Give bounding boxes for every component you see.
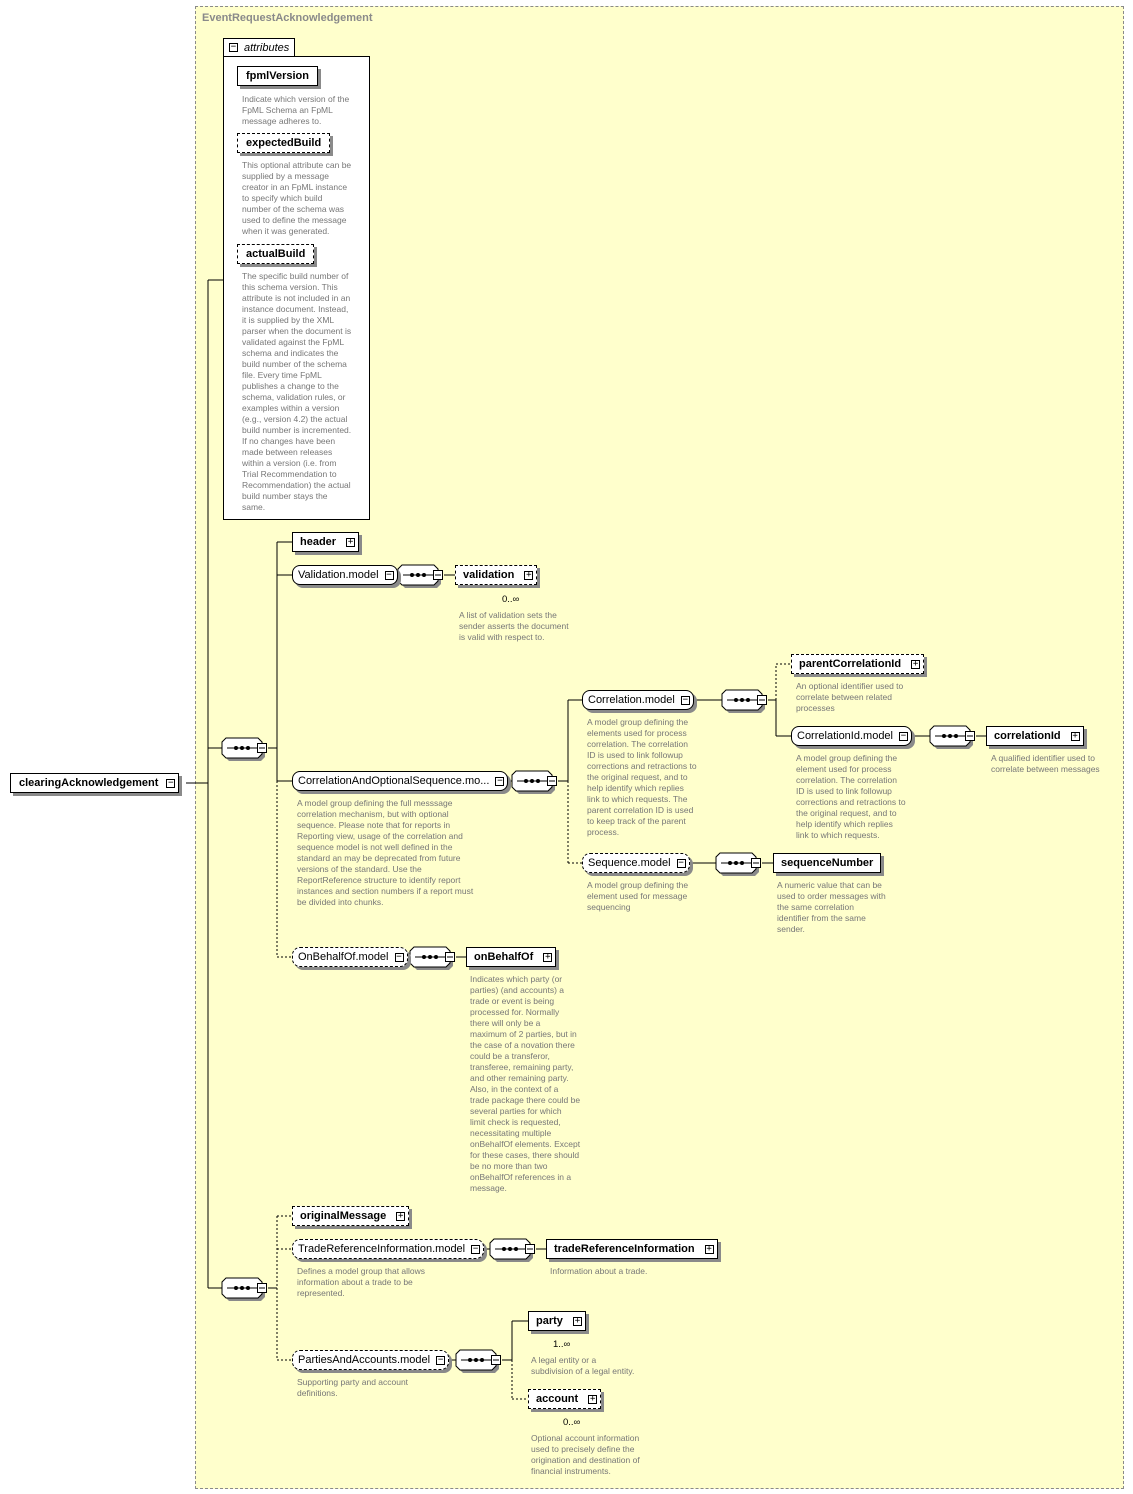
attribute-expectedBuild-description: This optional attribute can be supplied … — [242, 160, 352, 236]
group-parties-and-accounts-model[interactable]: PartiesAndAccounts.model − — [292, 1350, 450, 1370]
element-header[interactable]: header + — [292, 532, 360, 552]
element-trade-reference-information-label: tradeReferenceInformation — [554, 1243, 695, 1255]
group-on-behalf-of-model[interactable]: OnBehalfOf.model − — [292, 947, 408, 967]
account-cardinality: 0..∞ — [563, 1417, 581, 1428]
trade-reference-information-model-description: Defines a model group that allows inform… — [297, 1266, 426, 1298]
attributes-tab-label: attributes — [244, 42, 290, 54]
sequence-number-description: A numeric value that can be used to orde… — [777, 880, 886, 934]
parties-and-accounts-model-description: Supporting party and account definitions… — [297, 1377, 409, 1398]
group-correlation-and-optional-sequence-label: CorrelationAndOptionalSequence.mo... — [298, 775, 490, 787]
collapse-icon[interactable]: − — [471, 1244, 481, 1254]
element-correlation-id[interactable]: correlationId + — [986, 726, 1084, 746]
expand-icon[interactable]: + — [1070, 731, 1080, 741]
collapse-icon[interactable]: − — [394, 952, 404, 962]
element-trade-reference-information[interactable]: tradeReferenceInformation + — [546, 1239, 718, 1259]
element-sequence-number[interactable]: sequenceNumber — [773, 853, 882, 873]
element-header-label: header — [300, 536, 337, 548]
expand-icon[interactable]: + — [572, 1316, 582, 1326]
sequence-model-description: A model group defining the element used … — [587, 880, 689, 912]
validation-description: A list of validation sets the sender ass… — [459, 610, 569, 642]
element-correlation-id-label: correlationId — [994, 730, 1061, 742]
expand-icon[interactable]: + — [911, 659, 921, 669]
element-party[interactable]: party + — [528, 1311, 586, 1331]
validation-cardinality: 0..∞ — [502, 594, 520, 605]
group-correlation-model[interactable]: Correlation.model − — [582, 690, 694, 710]
on-behalf-of-description: Indicates which party (or parties) (and … — [470, 974, 581, 1193]
group-validation-model[interactable]: Validation.model − — [292, 565, 398, 585]
expand-icon[interactable]: + — [588, 1394, 598, 1404]
collapse-icon[interactable]: − — [495, 776, 505, 786]
attributes-tab[interactable]: − attributes — [223, 38, 295, 56]
element-on-behalf-of-label: onBehalfOf — [474, 951, 534, 963]
trade-reference-information-description: Information about a trade. — [550, 1266, 648, 1276]
type-title: EventRequestAcknowledgement — [202, 12, 373, 24]
element-party-label: party — [536, 1315, 563, 1327]
element-account[interactable]: account + — [528, 1389, 602, 1409]
root-element-label: clearingAcknowledgement — [19, 777, 159, 789]
group-parties-and-accounts-model-label: PartiesAndAccounts.model — [298, 1354, 431, 1366]
collapse-icon[interactable]: − — [384, 570, 394, 580]
account-description: Optional account information used to pre… — [531, 1433, 640, 1476]
group-trade-reference-information-model-label: TradeReferenceInformation.model — [298, 1243, 466, 1255]
group-correlation-id-model[interactable]: CorrelationId.model − — [791, 726, 912, 746]
attribute-expectedBuild[interactable]: expectedBuild — [237, 133, 331, 153]
collapse-icon[interactable]: − — [899, 731, 908, 741]
element-parent-correlation-id[interactable]: parentCorrelationId + — [791, 654, 925, 674]
collapse-icon[interactable]: − — [436, 1355, 446, 1365]
collapse-icon[interactable]: − — [166, 778, 176, 788]
correlation-model-description: A model group defining the elements used… — [587, 717, 697, 837]
element-parent-correlation-id-label: parentCorrelationId — [799, 658, 902, 670]
element-original-message[interactable]: originalMessage + — [292, 1206, 410, 1226]
collapse-icon[interactable]: − — [680, 695, 690, 705]
collapse-icon[interactable]: − — [676, 858, 686, 868]
correlation-id-description: A qualified identifier used to correlate… — [991, 753, 1100, 774]
expand-icon[interactable]: + — [543, 952, 553, 962]
element-validation-label: validation — [463, 569, 515, 581]
attribute-fpmlVersion[interactable]: fpmlVersion — [237, 66, 318, 86]
element-original-message-label: originalMessage — [300, 1210, 387, 1222]
parent-correlation-id-description: An optional identifier used to correlate… — [796, 681, 904, 713]
group-sequence-model[interactable]: Sequence.model − — [582, 853, 690, 873]
element-sequence-number-label: sequenceNumber — [781, 857, 874, 869]
group-on-behalf-of-model-label: OnBehalfOf.model — [298, 951, 389, 963]
root-element[interactable]: clearingAcknowledgement − — [10, 773, 180, 793]
expand-icon[interactable]: + — [346, 537, 356, 547]
expand-icon[interactable]: + — [396, 1211, 406, 1221]
element-validation[interactable]: validation + — [455, 565, 538, 585]
group-correlation-id-model-label: CorrelationId.model — [797, 730, 893, 742]
party-cardinality: 1..∞ — [553, 1339, 571, 1350]
attribute-actualBuild-description: The specific build number of this schema… — [242, 271, 352, 512]
correlation-id-model-description: A model group defining the element used … — [796, 753, 906, 840]
group-sequence-model-label: Sequence.model — [588, 857, 671, 869]
collapse-icon[interactable]: − — [229, 42, 238, 52]
correlation-and-optional-sequence-description: A model group defining the full messsage… — [297, 798, 474, 907]
attribute-fpmlVersion-description: Indicate which version of the FpML Schem… — [242, 94, 350, 126]
expand-icon[interactable]: + — [704, 1244, 714, 1254]
element-account-label: account — [536, 1393, 579, 1405]
group-correlation-model-label: Correlation.model — [588, 694, 675, 706]
group-validation-model-label: Validation.model — [298, 569, 379, 581]
group-trade-reference-information-model[interactable]: TradeReferenceInformation.model − — [292, 1239, 485, 1259]
expand-icon[interactable]: + — [524, 570, 534, 580]
attribute-actualBuild[interactable]: actualBuild — [237, 244, 315, 264]
party-description: A legal entity or a subdivision of a leg… — [531, 1355, 635, 1376]
group-correlation-and-optional-sequence[interactable]: CorrelationAndOptionalSequence.mo... − — [292, 771, 509, 791]
element-on-behalf-of[interactable]: onBehalfOf + — [466, 947, 557, 967]
